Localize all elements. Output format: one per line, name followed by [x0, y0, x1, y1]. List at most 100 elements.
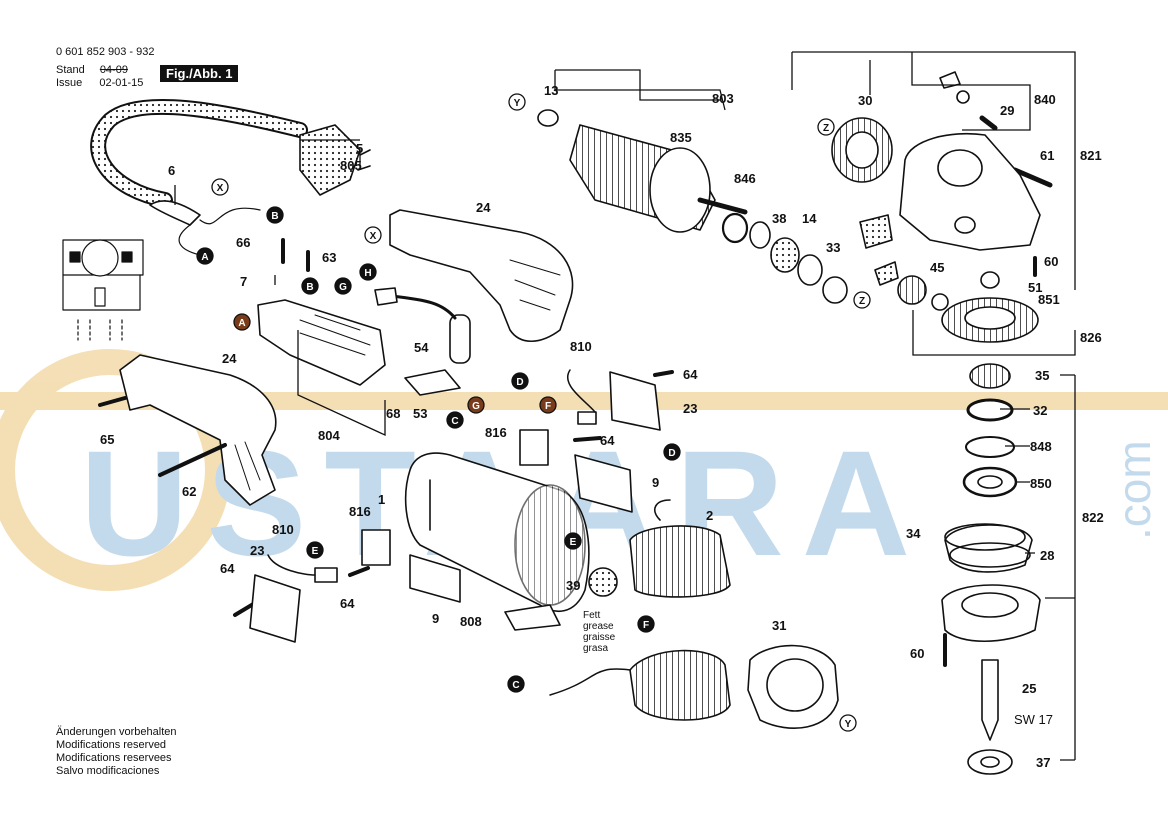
part-label-62: 62	[182, 484, 196, 499]
part-label-25: 25	[1022, 681, 1036, 696]
svg-text:C: C	[451, 416, 458, 427]
part-label-37: 37	[1036, 755, 1050, 770]
svg-text:A: A	[238, 318, 245, 329]
field-coil-lower	[629, 649, 731, 721]
filter-23-upper	[609, 371, 661, 431]
connector-badge-b: B	[301, 277, 319, 295]
part-label-7: 7	[240, 274, 247, 289]
part-label-810: 810	[570, 339, 592, 354]
part-label-810: 810	[272, 522, 294, 537]
connector-badge-g: G	[334, 277, 352, 295]
part-label-64: 64	[600, 433, 615, 448]
part-label-64: 64	[220, 561, 235, 576]
svg-text:D: D	[516, 377, 523, 388]
note-line: Salvo modificaciones	[56, 765, 160, 777]
part-label-850: 850	[1030, 476, 1052, 491]
capacitor	[449, 314, 471, 364]
issue-value: 02-01-15	[99, 77, 144, 89]
rear-handle-upper	[389, 209, 574, 343]
connector-badge-h: H	[359, 263, 377, 281]
part-label-14: 14	[802, 211, 817, 226]
field-coil	[629, 525, 731, 598]
insulation-plate-lower	[409, 554, 461, 603]
svg-text:D: D	[668, 448, 675, 459]
connector-badge-a: A	[233, 313, 251, 331]
part-label-13: 13	[544, 83, 558, 98]
svg-text:G: G	[339, 282, 347, 293]
svg-text:H: H	[364, 268, 371, 279]
issue-line: Issue 02-01-15	[56, 77, 143, 90]
connector-badge-z: Z	[853, 291, 871, 309]
part-label-53: 53	[413, 406, 427, 421]
grease-label-line: grasa	[583, 643, 608, 654]
part-label-9: 9	[652, 475, 659, 490]
part-label-33: 33	[826, 240, 840, 255]
part-label-1: 1	[378, 492, 385, 507]
watermark-suffix: .com	[1108, 440, 1160, 540]
part-number-header: 0 601 852 903 - 932	[56, 46, 155, 58]
connector-badge-f: F	[637, 615, 655, 633]
part-label-24: 24	[222, 351, 237, 366]
svg-text:B: B	[306, 282, 313, 293]
brush-holder-upper	[519, 429, 549, 466]
svg-text:Z: Z	[859, 296, 865, 307]
svg-text:F: F	[545, 401, 551, 412]
figure-label: Fig./Abb. 1	[160, 65, 239, 82]
part-label-63: 63	[322, 250, 336, 265]
part-label-54: 54	[414, 340, 429, 355]
brush-holder-lower	[361, 529, 391, 566]
part-label-804: 804	[318, 428, 340, 443]
part-label-808: 808	[460, 614, 482, 629]
svg-text:Y: Y	[514, 98, 521, 109]
switch-rod	[404, 369, 461, 396]
spindle	[981, 659, 999, 741]
note-line: Änderungen vorbehalten	[56, 726, 177, 738]
wiring-schematic	[62, 239, 144, 341]
part-label-816: 816	[485, 425, 507, 440]
svg-text:F: F	[643, 620, 649, 631]
cord-plug	[299, 124, 361, 196]
filter-23-lower	[249, 574, 301, 643]
grease-label-line: grease	[583, 621, 614, 632]
part-label-35: 35	[1035, 368, 1049, 383]
part-label-60: 60	[910, 646, 924, 661]
part-label-851: 851	[1038, 292, 1060, 307]
cord-wires	[178, 207, 261, 256]
connector-badge-x: X	[364, 226, 382, 244]
connector-badge-y: Y	[839, 714, 857, 732]
electronic-module	[257, 299, 386, 386]
part-label-64: 64	[340, 596, 355, 611]
connector-badge-a: A	[196, 247, 214, 265]
part-label-60: 60	[1044, 254, 1058, 269]
part-label-68: 68	[386, 406, 400, 421]
part-label-23: 23	[250, 543, 264, 558]
part-label-65: 65	[100, 432, 114, 447]
part-label-840: 840	[1034, 92, 1056, 107]
svg-text:Z: Z	[823, 123, 829, 134]
modification-notes: Änderungen vorbehalten Modifications res…	[56, 726, 176, 778]
svg-text:X: X	[370, 231, 377, 242]
plate-808	[504, 604, 561, 631]
connector-badge-b: B	[266, 206, 284, 224]
grease-label-line: graisse	[583, 632, 616, 643]
svg-text:E: E	[570, 537, 577, 548]
part-number-labels: 1256791314232425282930313233343537383945…	[100, 83, 1104, 770]
h-connector	[374, 287, 398, 306]
part-label-835: 835	[670, 130, 692, 145]
part-label-848: 848	[1030, 439, 1052, 454]
connector-badge-d: D	[511, 372, 529, 390]
part-label-30: 30	[858, 93, 872, 108]
connector-badge-e: E	[306, 541, 324, 559]
stand-value: 04-09	[99, 64, 128, 76]
svg-text:E: E	[312, 546, 319, 557]
connector-badge-z: Z	[817, 118, 835, 136]
parts-drawing	[62, 71, 1053, 775]
part-label-39: 39	[566, 578, 580, 593]
part-label-822: 822	[1082, 510, 1104, 525]
part-label-805: 805	[340, 158, 362, 173]
part-label-51: 51	[1028, 280, 1042, 295]
part-label-31: 31	[772, 618, 786, 633]
